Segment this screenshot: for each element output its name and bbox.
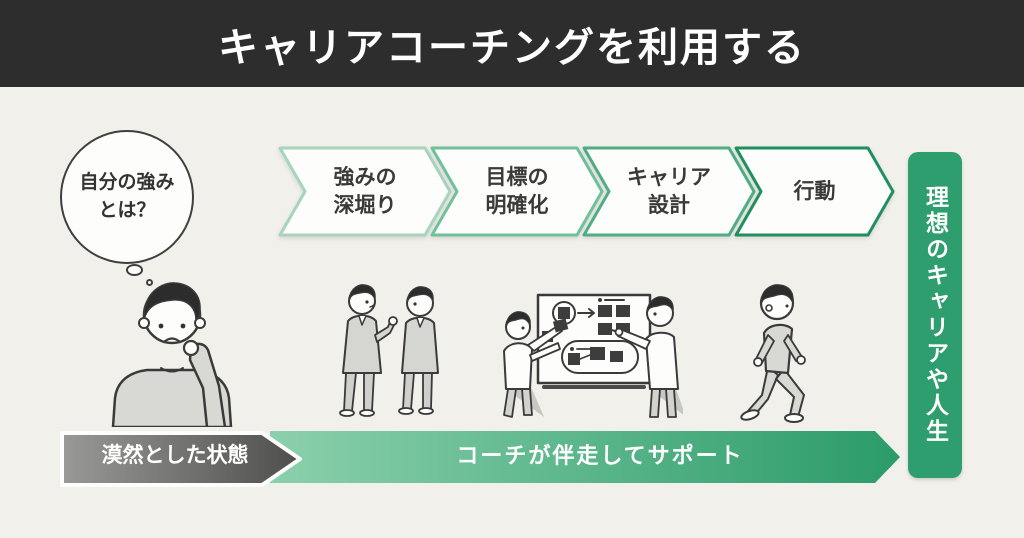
support-flow-banner — [60, 431, 900, 487]
support-label: コーチが伴走してサポート — [456, 443, 744, 468]
step-arrow-1 — [278, 146, 452, 237]
thought-bubble: 自分の強み とは？ — [60, 130, 194, 264]
talking-pair-illustration — [339, 284, 439, 417]
process-steps-arrows — [278, 146, 895, 237]
header-bar: キャリアコーチングを利用する — [0, 0, 1024, 87]
step-arrow-3 — [582, 146, 756, 237]
state-label: 漠然とした状態 — [101, 444, 249, 467]
thinking-person-illustration — [111, 282, 233, 427]
walking-person-illustration — [740, 284, 806, 423]
step-arrow-4 — [734, 146, 895, 237]
step-3-label: キャリア 設計 — [627, 166, 711, 217]
goal-banner: 理想のキャリアや人生 — [908, 152, 962, 478]
thought-trail-dot-large — [126, 264, 143, 276]
step-1-label: 強みの 深堀り — [333, 166, 397, 217]
thought-trail-dot-small — [146, 279, 153, 286]
thought-bubble-text: 自分の強み とは？ — [79, 172, 175, 221]
step-2-label: 目標の 明確化 — [485, 166, 549, 217]
step-4-label: 行動 — [793, 179, 836, 203]
diagram-canvas: 自分の強み とは？ 強みの 深堀り 目標の 明確化 キャリア 設計 行動 理想の… — [0, 87, 1024, 538]
state-arrow — [60, 431, 302, 487]
goal-banner-label: 理想のキャリアや人生 — [922, 185, 949, 445]
step-arrow-2 — [430, 146, 604, 237]
support-band-arrow — [270, 431, 900, 483]
whiteboard-session-illustration — [503, 293, 683, 418]
page-title: キャリアコーチングを利用する — [218, 25, 806, 70]
